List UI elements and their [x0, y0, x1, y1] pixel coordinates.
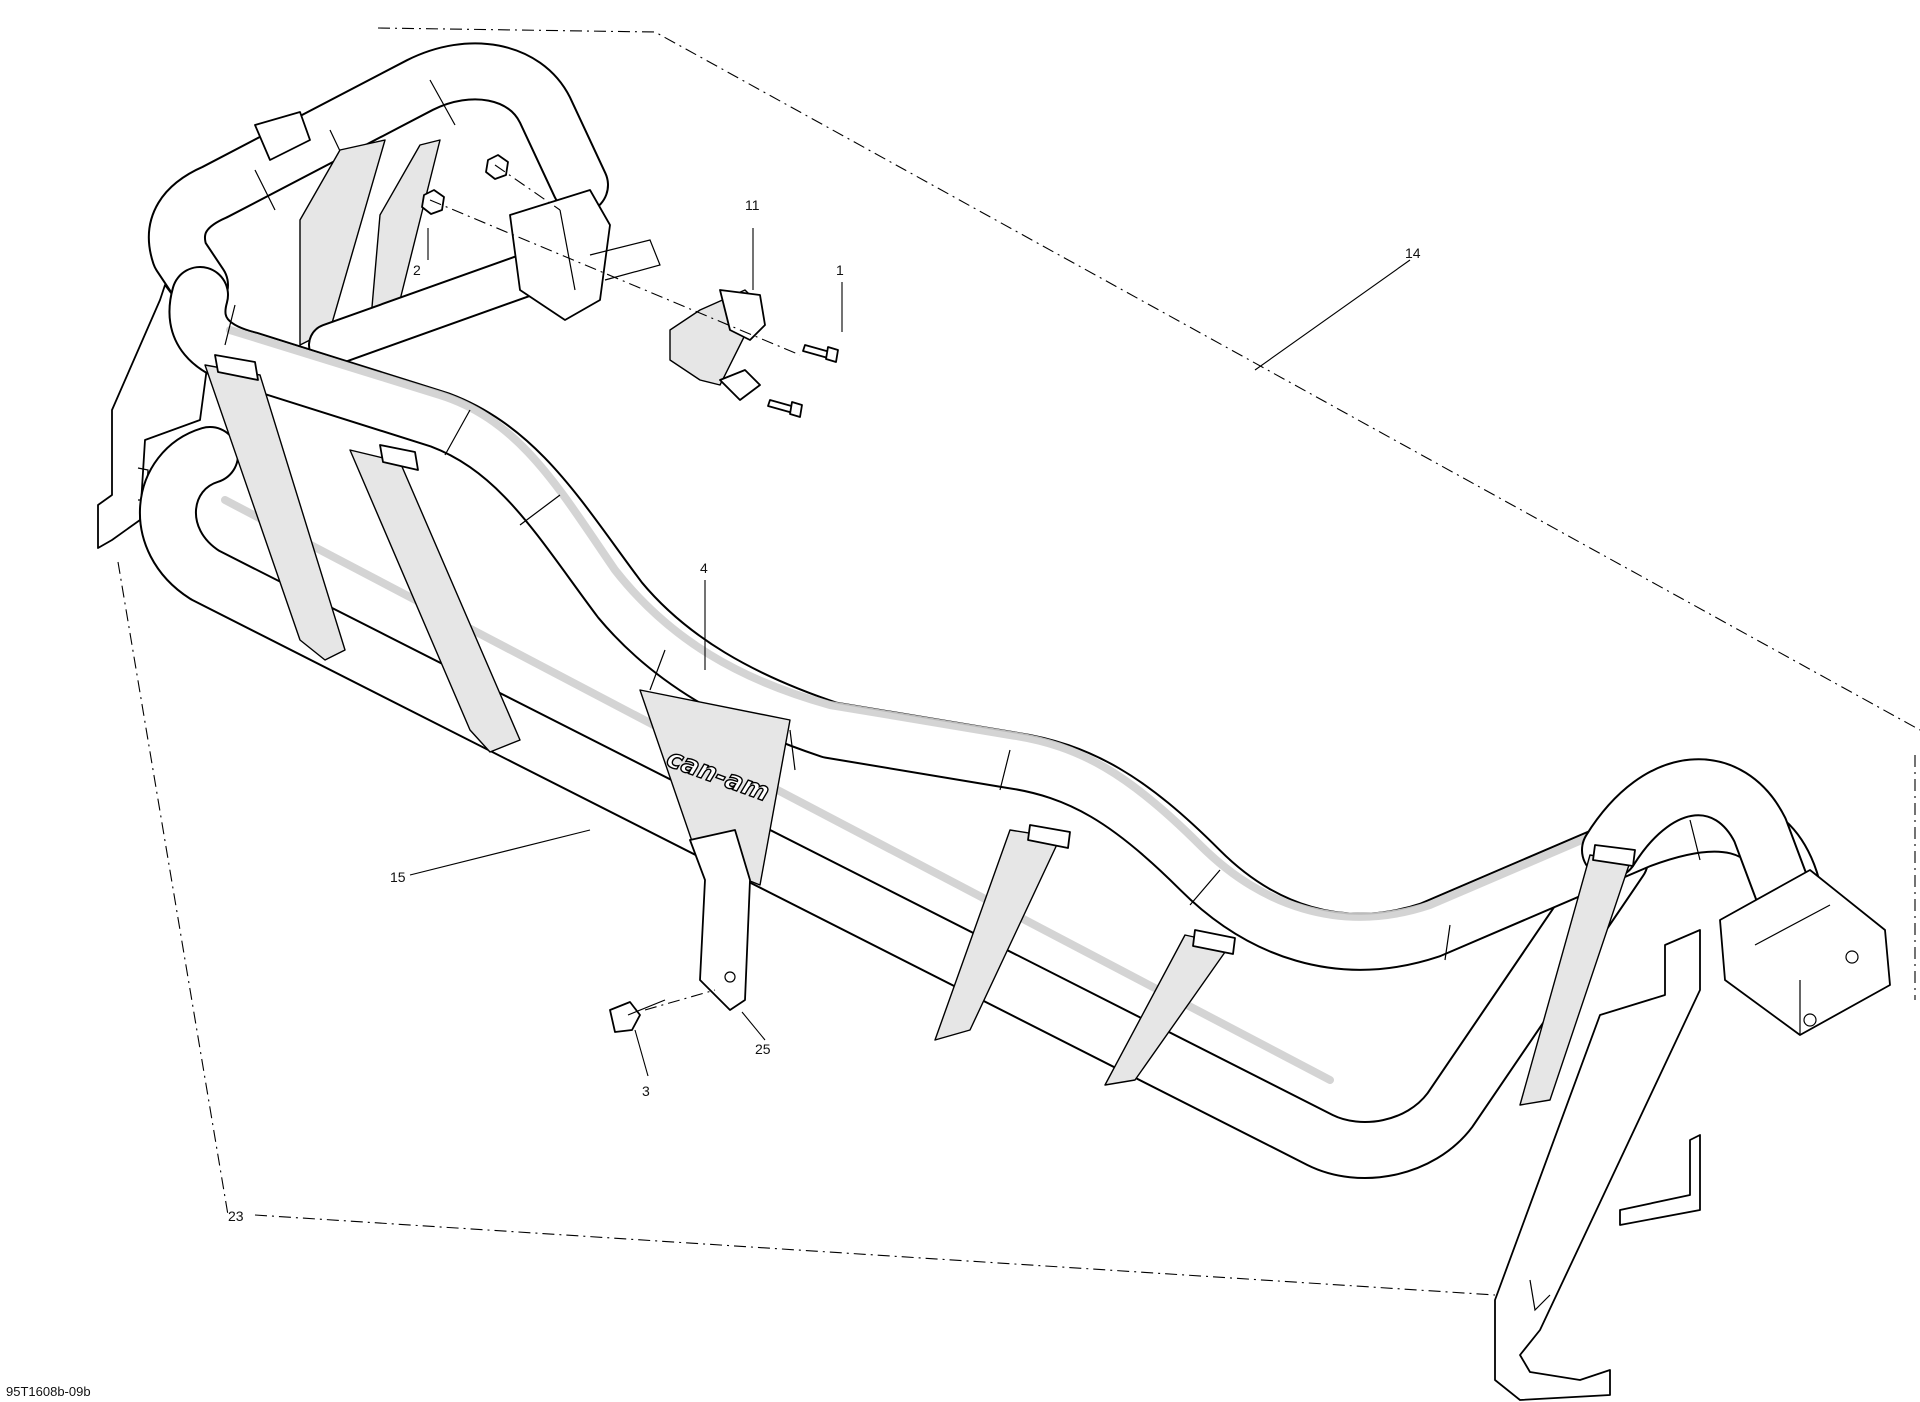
- assembly-boundary: [377, 27, 1920, 1000]
- nut-lower-icon: [421, 189, 445, 215]
- right-mounting-bracket: [1494, 929, 1701, 1401]
- latch-assembly: [669, 289, 766, 401]
- fasteners: [421, 154, 839, 1033]
- rack-right-arch: [1581, 758, 1819, 939]
- callout-14: 14: [1405, 245, 1421, 261]
- rear-cross-tube: [308, 248, 562, 367]
- callout-labels: 1 2 3 4 11 14 15 23 25: [228, 197, 1421, 1224]
- callout-3: 3: [642, 1083, 650, 1099]
- callout-25: 25: [755, 1041, 771, 1057]
- bolt-front-icon: [609, 1001, 641, 1033]
- leader-lines: [409, 228, 1411, 1077]
- callout-11: 11: [745, 197, 760, 213]
- drawing-code: 95T1608b-09b: [6, 1384, 91, 1399]
- callout-1: 1: [836, 262, 844, 278]
- callout-23: 23: [228, 1208, 244, 1224]
- rack-rear-rail: [147, 42, 609, 314]
- right-mounting-block: [1719, 869, 1891, 1036]
- front-clip: [689, 829, 751, 1011]
- rack-lower-loop: [139, 426, 1649, 1179]
- callout-2: 2: [413, 262, 421, 278]
- callout-15: 15: [390, 869, 406, 885]
- explosion-lines: [117, 164, 1496, 1296]
- left-slats: [204, 354, 521, 753]
- front-logo-plate: can-am: [639, 689, 791, 886]
- right-slats: [934, 824, 1636, 1106]
- callout-4: 4: [700, 560, 708, 576]
- rear-clamp-block: [509, 189, 661, 321]
